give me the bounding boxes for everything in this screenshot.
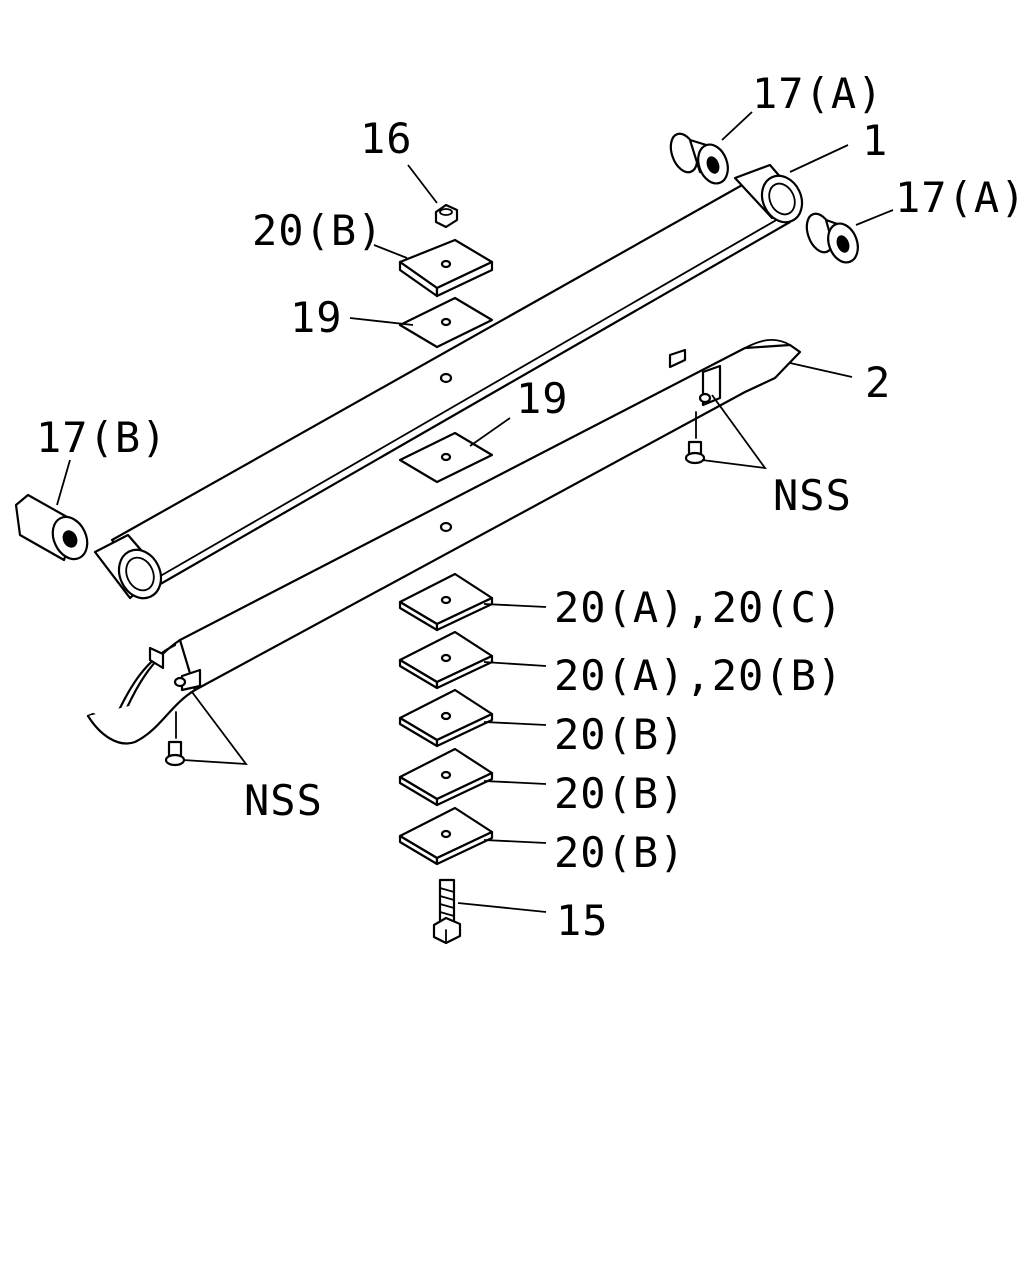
plate-s2 bbox=[398, 630, 494, 690]
label-stack-5: 20(B) bbox=[554, 828, 685, 877]
label-2: 2 bbox=[865, 358, 891, 407]
callout-labels: 17(A) 1 17(A) 16 20(B) 19 19 2 17(B) NSS… bbox=[36, 69, 1024, 945]
label-stack-4: 20(B) bbox=[554, 769, 685, 818]
label-17a-top: 17(A) bbox=[752, 69, 883, 118]
second-leaf-part-2 bbox=[86, 338, 802, 745]
plate-19-top bbox=[398, 296, 494, 349]
plate-s4 bbox=[398, 747, 494, 807]
bushing-17a-top bbox=[669, 132, 729, 185]
main-leaf-eye-right bbox=[733, 163, 804, 224]
bushing-17a-right bbox=[805, 212, 859, 264]
label-17b: 17(B) bbox=[36, 413, 167, 462]
plate-s1 bbox=[398, 572, 494, 632]
label-17a-right: 17(A) bbox=[895, 173, 1024, 222]
bolt-15 bbox=[432, 878, 462, 945]
label-20b-top: 20(B) bbox=[252, 206, 383, 255]
label-16: 16 bbox=[360, 114, 413, 163]
label-stack-3: 20(B) bbox=[554, 710, 685, 759]
plate-s3 bbox=[398, 688, 494, 748]
plate-s5 bbox=[398, 806, 494, 866]
label-stack-2: 20(A),20(B) bbox=[554, 651, 843, 700]
label-19-mid: 19 bbox=[516, 374, 569, 423]
label-15: 15 bbox=[556, 896, 609, 945]
rivet-nss-left bbox=[164, 711, 186, 767]
label-nss-right: NSS bbox=[773, 471, 852, 520]
label-19-top: 19 bbox=[290, 293, 343, 342]
label-nss-left: NSS bbox=[244, 776, 323, 825]
nut-16 bbox=[434, 203, 459, 229]
leader-lines bbox=[56, 111, 894, 913]
main-leaf-part-1 bbox=[93, 163, 804, 600]
plate-stack bbox=[398, 572, 494, 866]
label-1: 1 bbox=[862, 116, 888, 165]
plate-19-mid bbox=[398, 431, 494, 484]
label-stack-1: 20(A),20(C) bbox=[554, 583, 843, 632]
rivet-nss-right bbox=[684, 411, 706, 465]
plate-20b-top bbox=[398, 238, 494, 298]
main-leaf-eye-left bbox=[93, 533, 163, 600]
bushing-17b bbox=[14, 493, 89, 562]
